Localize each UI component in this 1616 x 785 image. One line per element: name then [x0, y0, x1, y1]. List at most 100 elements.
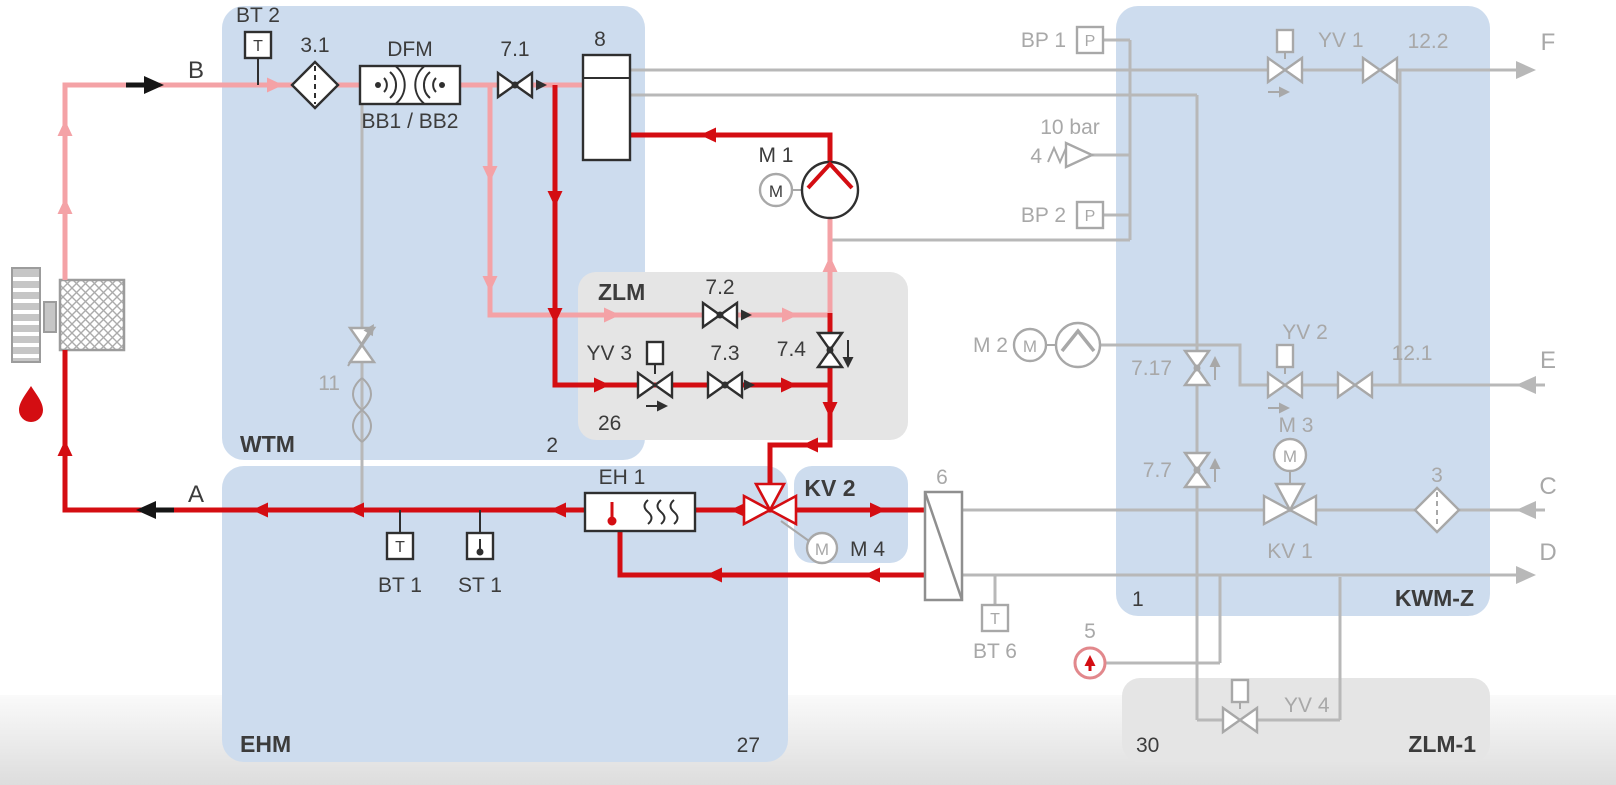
module-id-ehm: 27 — [737, 734, 760, 757]
pressure-unit-5 — [1073, 646, 1107, 680]
m4-motor-glyph: M — [815, 540, 829, 559]
safety-valve-4 — [1047, 141, 1095, 169]
module-label-zlm: ZLM — [598, 279, 645, 305]
bp1-p-glyph: P — [1085, 33, 1096, 50]
valve-yv1 — [1266, 28, 1304, 98]
label-8: 8 — [594, 28, 606, 51]
module-kwmz-box — [1116, 6, 1490, 616]
droplet-icon — [19, 386, 43, 422]
label-eh1: EH 1 — [599, 466, 646, 489]
label-dfm: DFM — [387, 38, 433, 61]
sensor-bp2 — [1075, 200, 1105, 230]
module-label-kwmz: KWM-Z — [1395, 585, 1474, 611]
sensor-bp1 — [1075, 25, 1105, 55]
label-bp1: BP 1 — [1021, 29, 1066, 52]
valve-yv2 — [1266, 343, 1304, 414]
bt2-t-glyph: T — [253, 38, 263, 55]
port-label-c: C — [1539, 473, 1556, 500]
cooler-6 — [923, 490, 964, 602]
module-ehm-box — [222, 466, 788, 762]
port-label-a: A — [188, 481, 204, 508]
module-label-zlm1: ZLM-1 — [1408, 731, 1476, 757]
motor-m4-icon — [805, 531, 839, 565]
filter-3 — [1413, 486, 1461, 534]
port-arrows-black — [126, 76, 174, 519]
valve-7-1 — [496, 71, 547, 99]
label-5: 5 — [1084, 620, 1096, 643]
valve-kv2 — [742, 482, 839, 565]
label-m2: M 2 — [973, 334, 1008, 357]
label-12-2: 12.2 — [1408, 30, 1449, 53]
valve-yv3 — [636, 340, 674, 412]
label-4: 4 — [1030, 145, 1042, 168]
bt6-t-glyph: T — [990, 611, 1000, 628]
module-id-zlm: 26 — [598, 412, 621, 435]
label-bt6: BT 6 — [973, 640, 1017, 663]
label-6: 6 — [936, 466, 948, 489]
m2-motor-glyph: M — [1023, 337, 1037, 356]
vessel-8 — [581, 53, 632, 162]
label-11: 11 — [318, 372, 340, 395]
port-label-f: F — [1541, 29, 1556, 56]
valve-11 — [347, 321, 379, 443]
module-label-kv2: KV 2 — [804, 475, 855, 501]
label-m1: M 1 — [758, 144, 793, 167]
label-bp2: BP 2 — [1021, 204, 1066, 227]
valve-7-3 — [706, 371, 755, 399]
m1-motor-glyph: M — [769, 182, 783, 201]
label-yv4: YV 4 — [1284, 694, 1330, 717]
port-label-b: B — [188, 57, 204, 84]
heater-eh1 — [583, 491, 697, 533]
bt1-t-glyph: T — [395, 539, 405, 556]
bp2-p-glyph: P — [1085, 208, 1096, 225]
valve-7-7 — [1183, 451, 1221, 489]
port-label-e: E — [1540, 347, 1556, 374]
label-st1: ST 1 — [458, 574, 502, 597]
flow-meter-dfm — [358, 64, 462, 106]
valve-yv4 — [1221, 678, 1259, 734]
label-yv1: YV 1 — [1318, 29, 1364, 52]
label-m4: M 4 — [850, 538, 885, 561]
label-7-7: 7.7 — [1143, 459, 1172, 482]
valve-7-2 — [701, 301, 752, 329]
label-7-2: 7.2 — [705, 276, 734, 299]
label-7-1: 7.1 — [500, 38, 529, 61]
valve-kv1 — [1262, 437, 1318, 526]
pump-m2 — [1012, 321, 1102, 369]
label-12-1: 12.1 — [1392, 342, 1433, 365]
label-yv3: YV 3 — [586, 342, 632, 365]
port-arrows-gray — [1516, 61, 1536, 584]
module-id-kwmz: 1 — [1132, 588, 1144, 611]
module-id-wtm: 2 — [546, 434, 558, 457]
flow-arrows — [57, 61, 1536, 584]
label-yv2: YV 2 — [1282, 321, 1328, 344]
label-kv1: KV 1 — [1267, 540, 1313, 563]
module-id-zlm1: 30 — [1136, 734, 1159, 757]
sensor-bt2 — [243, 30, 273, 85]
label-bt1: BT 1 — [378, 574, 422, 597]
label-bt2: BT 2 — [236, 4, 280, 27]
module-label-wtm: WTM — [240, 431, 295, 457]
valve-7-4 — [816, 331, 854, 369]
label-3: 3 — [1431, 464, 1443, 487]
module-label-ehm: EHM — [240, 731, 291, 757]
label-7-17: 7.17 — [1131, 357, 1172, 380]
module-wtm-box — [222, 6, 645, 460]
valve-7-17 — [1183, 349, 1221, 387]
sensor-st1 — [465, 510, 495, 561]
label-7-3: 7.3 — [710, 342, 739, 365]
port-label-d: D — [1539, 539, 1556, 566]
motor-m3-icon — [1272, 437, 1308, 473]
label-10bar: 10 bar — [1040, 116, 1100, 139]
pump-m1 — [758, 160, 860, 220]
label-3-1: 3.1 — [300, 34, 329, 57]
label-m3: M 3 — [1278, 414, 1313, 437]
m3-motor-glyph: M — [1283, 447, 1297, 466]
tool-heat-exchanger — [11, 267, 126, 363]
sensor-bt1 — [385, 510, 415, 561]
label-7-4: 7.4 — [777, 338, 807, 361]
filter-3-1 — [290, 60, 340, 110]
label-bb1-bb2: BB1 / BB2 — [362, 110, 459, 133]
